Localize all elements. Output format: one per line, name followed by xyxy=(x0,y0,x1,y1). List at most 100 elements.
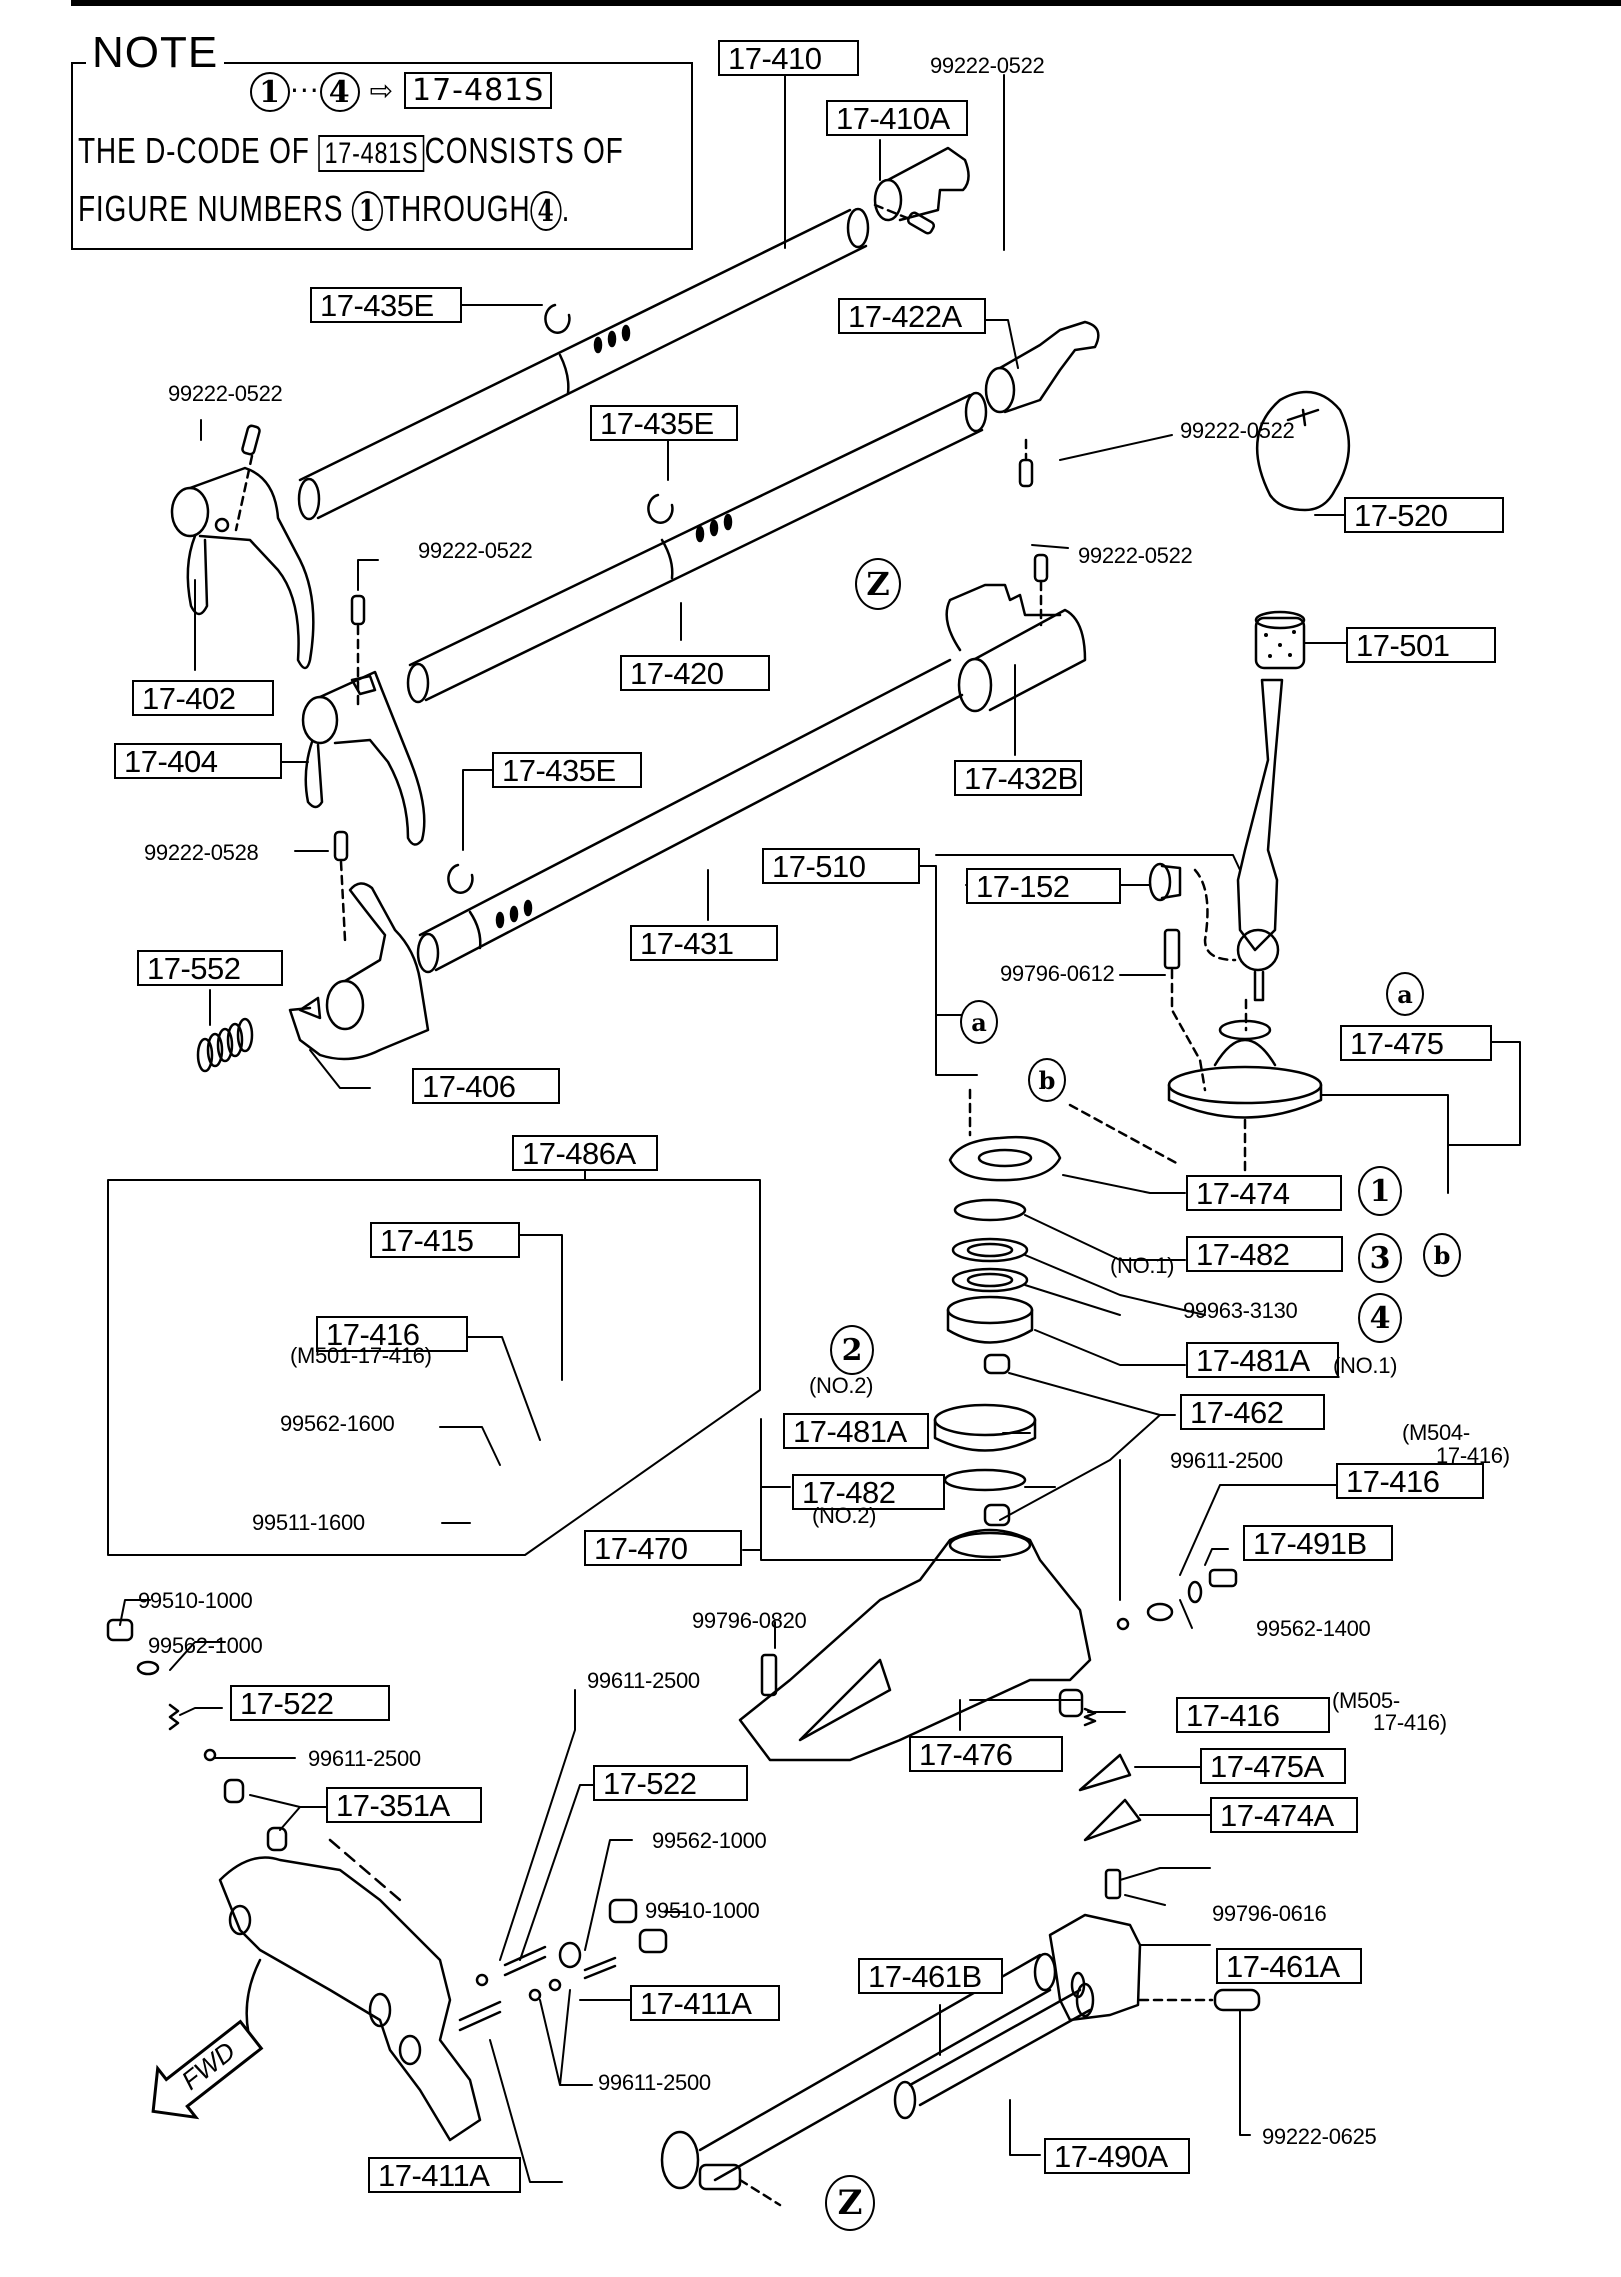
part-number-label: 17-461A xyxy=(1216,1948,1362,1984)
part-number-label: 17-402 xyxy=(132,680,274,716)
part-number-text: 99222-0522 xyxy=(1180,418,1295,443)
figure-number-badge: 1 xyxy=(250,72,290,112)
part-number-text: 99222-0522 xyxy=(930,53,1045,78)
part-number-text: 99611-2500 xyxy=(308,1746,421,1771)
transmission-case-section xyxy=(218,1838,482,2142)
note-title: NOTE xyxy=(86,28,225,78)
roll-pins xyxy=(234,203,1049,942)
forward-direction-indicator: FWD xyxy=(130,2005,279,2144)
shift-lug-17-422A xyxy=(984,320,1100,414)
figure-number-badge: 4 xyxy=(530,191,562,232)
part-number-text: (NO.1) xyxy=(1110,1253,1175,1278)
reference-mark: a xyxy=(1386,972,1424,1016)
part-number-label: 17-411A xyxy=(630,1985,780,2021)
part-number-label: 17-476 xyxy=(909,1736,1063,1772)
part-number-text: 99510-1000 xyxy=(645,1898,760,1923)
boot-seal-17-474 xyxy=(948,1088,1182,1182)
e-clips xyxy=(447,303,674,894)
part-number-label: 17-510 xyxy=(762,848,920,884)
note-kit-line: 1···4 ⇨ 17-481S xyxy=(250,72,553,112)
kit-code: 17-481S xyxy=(318,135,425,172)
shift-fork-17-402 xyxy=(170,466,315,670)
part-number-text: (NO.2) xyxy=(809,1373,874,1398)
shift-rod-17-420 xyxy=(406,391,988,704)
part-number-label: 17-474A xyxy=(1210,1797,1358,1833)
part-number-text: 99222-0522 xyxy=(168,381,283,406)
bolt-99796-0820 xyxy=(760,1653,778,1697)
part-number-label: 17-406 xyxy=(412,1068,560,1104)
shift-knob-17-520 xyxy=(1255,390,1351,512)
shift-lug-17-410A xyxy=(873,146,970,222)
reference-mark: a xyxy=(960,1000,998,1044)
part-number-label: 17-482 xyxy=(1186,1236,1343,1272)
part-number-text: 99562-1000 xyxy=(652,1828,767,1853)
shift-fork-17-406 xyxy=(288,882,430,1061)
arrow-icon: ⇨ xyxy=(369,74,395,107)
part-number-label: 17-431 xyxy=(630,925,778,961)
part-number-label: 17-481A xyxy=(1186,1342,1339,1378)
part-number-label: 17-501 xyxy=(1346,627,1496,663)
reference-mark: b xyxy=(1028,1058,1066,1102)
shift-rod-17-431 xyxy=(416,658,964,974)
part-number-text: (NO.2) xyxy=(812,1503,877,1528)
part-number-label: 17-410A xyxy=(826,100,968,136)
reference-mark: 1 xyxy=(1358,1166,1402,1216)
part-number-label: 17-481A xyxy=(783,1413,929,1449)
reference-mark: 4 xyxy=(1358,1293,1402,1343)
figure-number-badge: 4 xyxy=(319,72,360,112)
bolt-99796-0612 xyxy=(1163,928,1207,1092)
part-number-text: 99510-1000 xyxy=(138,1588,253,1613)
bushing-17-501 xyxy=(1254,610,1306,670)
part-number-label: 17-435E xyxy=(492,752,642,788)
part-number-label: 17-432B xyxy=(954,760,1082,796)
part-number-text: 99611-2500 xyxy=(1170,1448,1283,1473)
washers xyxy=(933,1198,1037,1527)
part-number-text: 99511-1600 xyxy=(252,1510,365,1535)
part-number-label: 17-461B xyxy=(858,1958,1003,1994)
part-number-label: 17-482 xyxy=(792,1474,945,1510)
part-number-label: 17-435E xyxy=(310,287,462,323)
part-number-text: 99562-1000 xyxy=(148,1633,263,1658)
figure-number-badge: 1 xyxy=(351,191,384,232)
shift-fork-17-404 xyxy=(301,670,426,846)
note-text: THROUGH xyxy=(383,188,531,229)
part-number-label: 17-475 xyxy=(1340,1025,1492,1061)
note-text: FIGURE NUMBERS xyxy=(78,188,344,229)
part-number-label: 17-462 xyxy=(1180,1394,1325,1430)
part-number-label: 17-404 xyxy=(114,743,282,779)
part-number-label: 17-490A xyxy=(1044,2138,1190,2174)
part-number-text: (M504- xyxy=(1402,1420,1470,1445)
note-text: . xyxy=(561,188,571,229)
part-number-label: 17-435E xyxy=(590,405,738,441)
part-number-text: 99222-0522 xyxy=(418,538,533,563)
part-number-label: 17-420 xyxy=(620,655,770,691)
part-number-text: 17-416) xyxy=(1373,1710,1447,1735)
part-number-text: 17-416) xyxy=(1436,1443,1510,1468)
part-number-label: 17-416 xyxy=(316,1316,468,1352)
note-text: CONSISTS OF xyxy=(424,130,624,171)
part-number-text: 99611-2500 xyxy=(587,1668,700,1693)
reference-mark: b xyxy=(1423,1233,1461,1277)
boot-17-475 xyxy=(1167,998,1323,1177)
note-text: THE D-CODE OF xyxy=(78,130,310,171)
part-number-text: 99222-0625 xyxy=(1262,2124,1377,2149)
part-number-label: 17-491B xyxy=(1243,1525,1393,1561)
part-number-text: 99796-0612 xyxy=(1000,961,1115,986)
part-number-label: 17-552 xyxy=(137,950,283,986)
part-number-label: 17-411A xyxy=(368,2157,521,2193)
part-number-label: 17-422A xyxy=(838,298,986,334)
part-number-label: 17-475A xyxy=(1200,1748,1346,1784)
part-number-label: 17-415 xyxy=(370,1222,520,1258)
part-number-label: 17-486A xyxy=(512,1135,658,1171)
part-number-label: 17-522 xyxy=(593,1765,748,1801)
part-number-text: 99562-1400 xyxy=(1256,1616,1371,1641)
part-number-label: 17-416 xyxy=(1176,1697,1330,1733)
part-number-text: 99796-0616 xyxy=(1212,1901,1327,1926)
part-number-text: (NO.1) xyxy=(1333,1353,1398,1378)
part-number-label: 17-474 xyxy=(1186,1175,1342,1211)
reference-mark: 3 xyxy=(1358,1233,1402,1283)
shift-lever-17-510 xyxy=(1236,678,1284,1002)
part-number-text: 99222-0522 xyxy=(1078,543,1193,568)
